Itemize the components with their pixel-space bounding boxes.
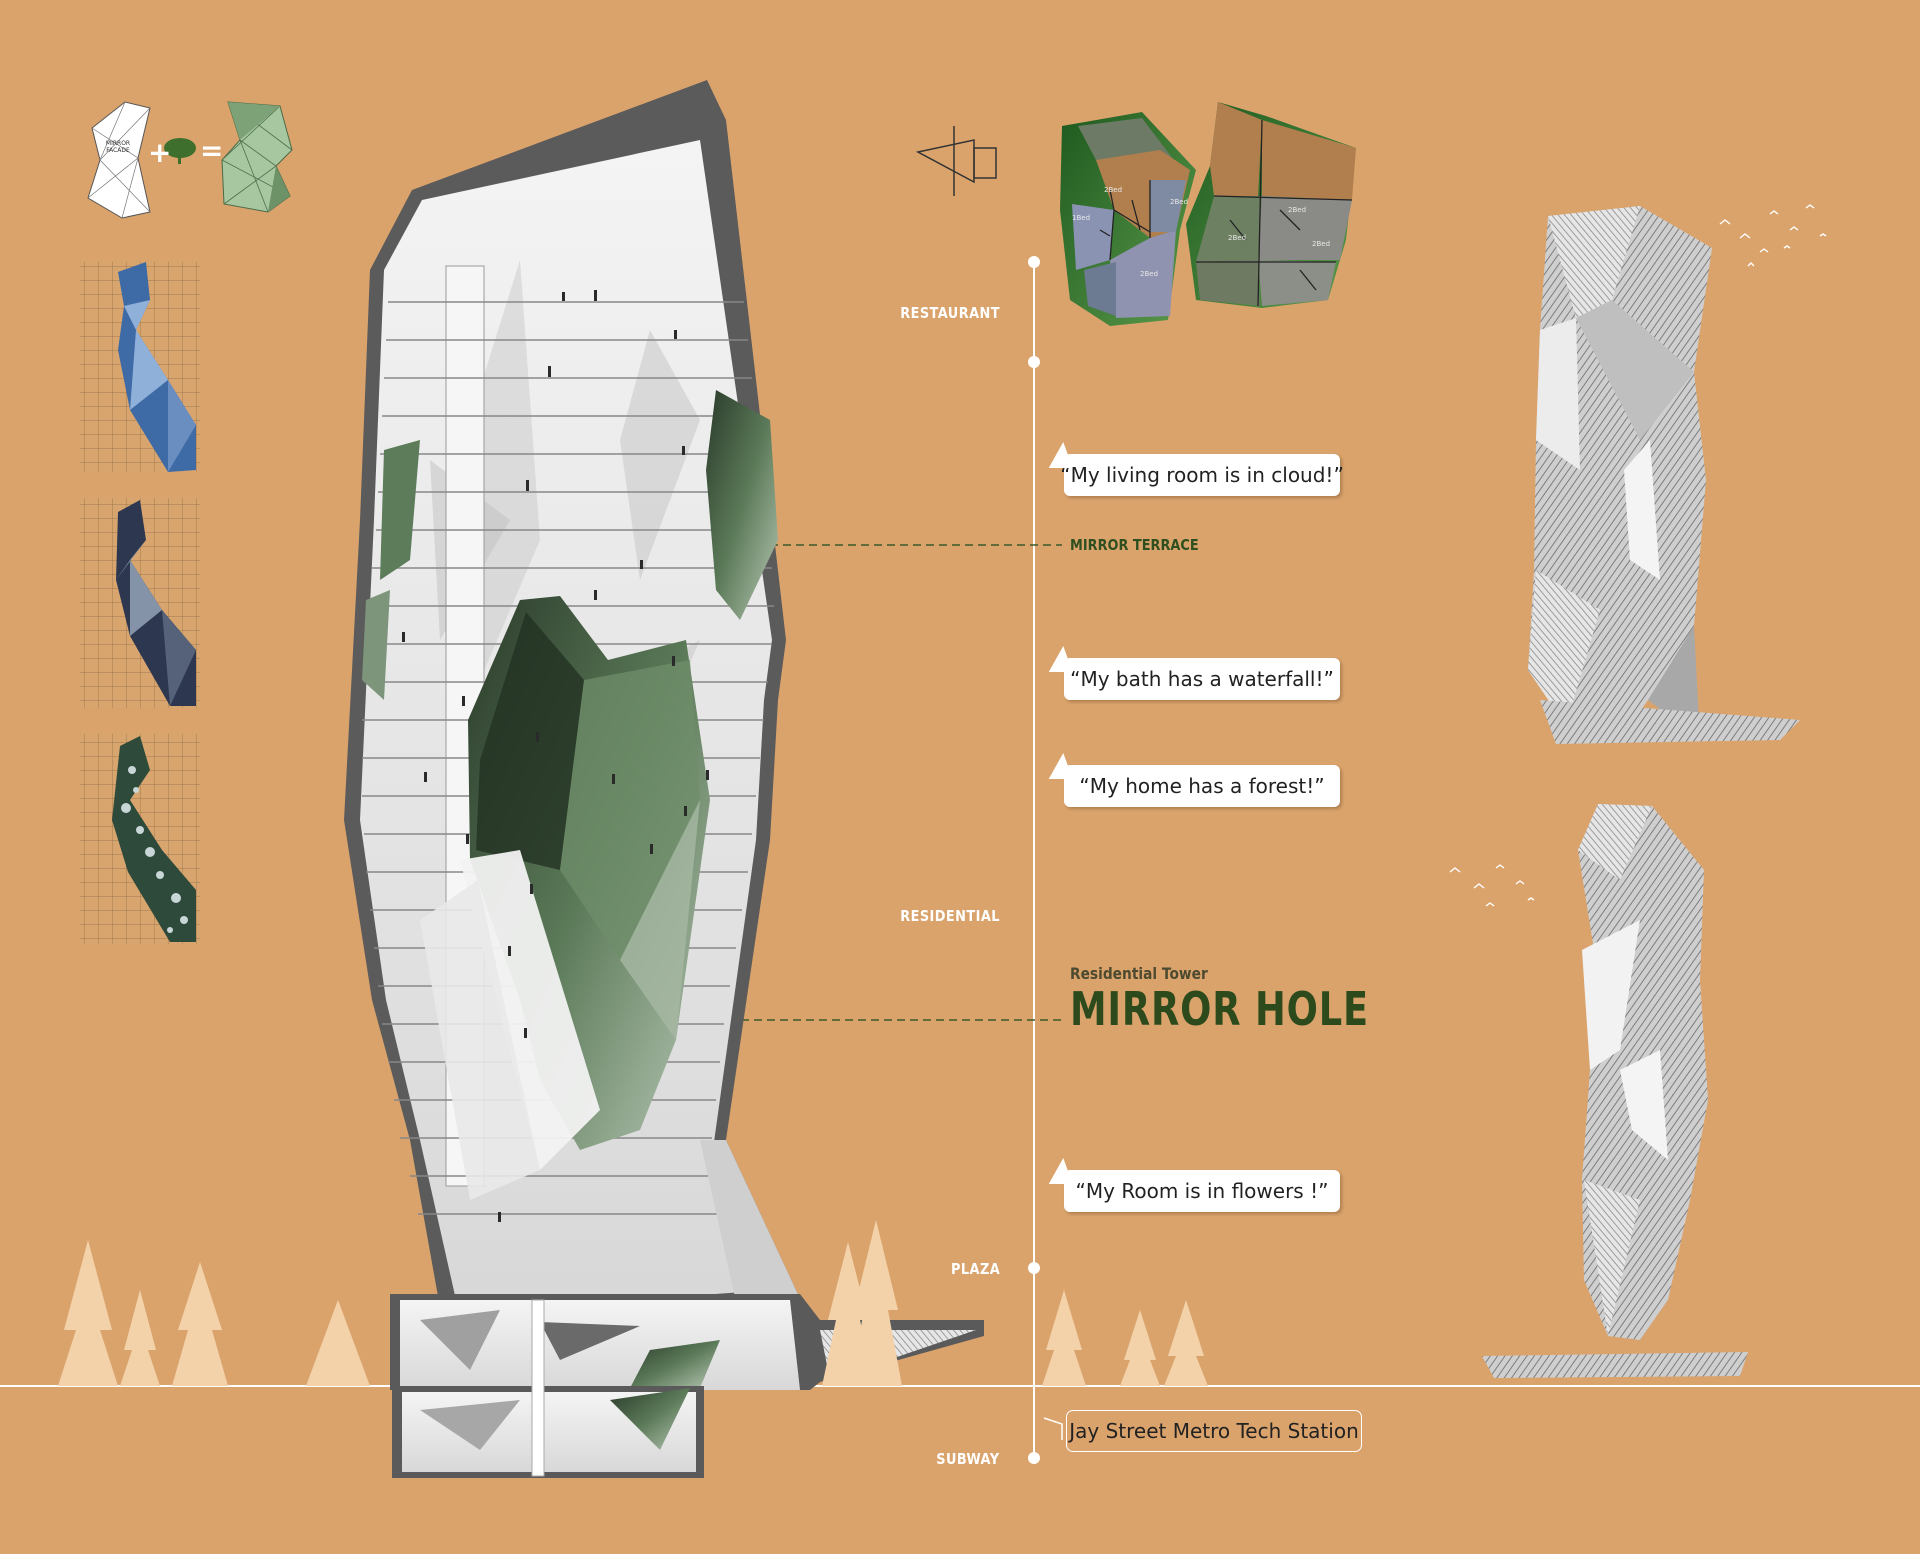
label-subway: SUBWAY — [936, 1450, 1000, 1468]
mirror-facade-label: MIRROR FACADE — [105, 140, 131, 154]
timeline-node-plaza — [1028, 1262, 1040, 1274]
tower-section — [344, 80, 810, 1340]
plus-sign: + — [148, 136, 172, 169]
tower-title: MIRROR HOLE — [1070, 982, 1369, 1036]
timeline-node-top — [1028, 256, 1040, 268]
floor-plan-right — [1186, 102, 1356, 308]
quote-bubble-flowers: “My Room is in flowers !” — [1064, 1170, 1340, 1212]
mirror-facade-shape — [87, 101, 151, 219]
plan-unit-label: 1Bed — [1072, 214, 1091, 222]
concept-diagram — [87, 101, 293, 219]
label-residential: RESIDENTIAL — [900, 907, 1000, 925]
label-restaurant: RESTAURANT — [900, 304, 1000, 322]
quote-bubble-forest: “My home has a forest!” — [1064, 765, 1340, 807]
timeline-node-restaurant — [1028, 356, 1040, 368]
floor-plan-left — [1060, 112, 1196, 326]
plan-unit-label: 2Bed — [1312, 240, 1331, 248]
equals-sign: = — [200, 134, 224, 167]
elevation-bottom — [1482, 804, 1748, 1378]
facade-panel-dark — [80, 498, 200, 708]
label-plaza: PLAZA — [950, 1260, 1000, 1278]
plan-unit-label: 2Bed — [1288, 206, 1307, 214]
quote-bubble-waterfall: “My bath has a waterfall!” — [1064, 658, 1340, 700]
label-mirror-terrace: MIRROR TERRACE — [1070, 536, 1199, 554]
tower-people — [402, 290, 709, 1222]
plan-unit-label: 2Bed — [1104, 186, 1123, 194]
section-key-icon — [915, 126, 997, 196]
timeline-node-subway — [1028, 1452, 1040, 1464]
birds — [1449, 204, 1827, 907]
quote-bubble-cloud: “My living room is in cloud!” — [1060, 454, 1344, 496]
station-label-box: Jay Street Metro Tech Station — [1066, 1410, 1362, 1452]
tree-icon — [164, 138, 196, 164]
timeline — [1028, 256, 1040, 1464]
trees — [58, 1220, 1208, 1386]
plan-unit-label: 2Bed — [1140, 270, 1159, 278]
plan-unit-label: 2Bed — [1170, 198, 1189, 206]
facade-panel-flower — [80, 734, 200, 944]
plan-unit-label: 2Bed — [1228, 234, 1247, 242]
elevation-top — [1528, 206, 1800, 744]
tower-subtitle: Residential Tower — [1070, 964, 1208, 983]
facade-panel-blue — [80, 262, 200, 472]
mirror-terrace-void — [706, 390, 778, 620]
